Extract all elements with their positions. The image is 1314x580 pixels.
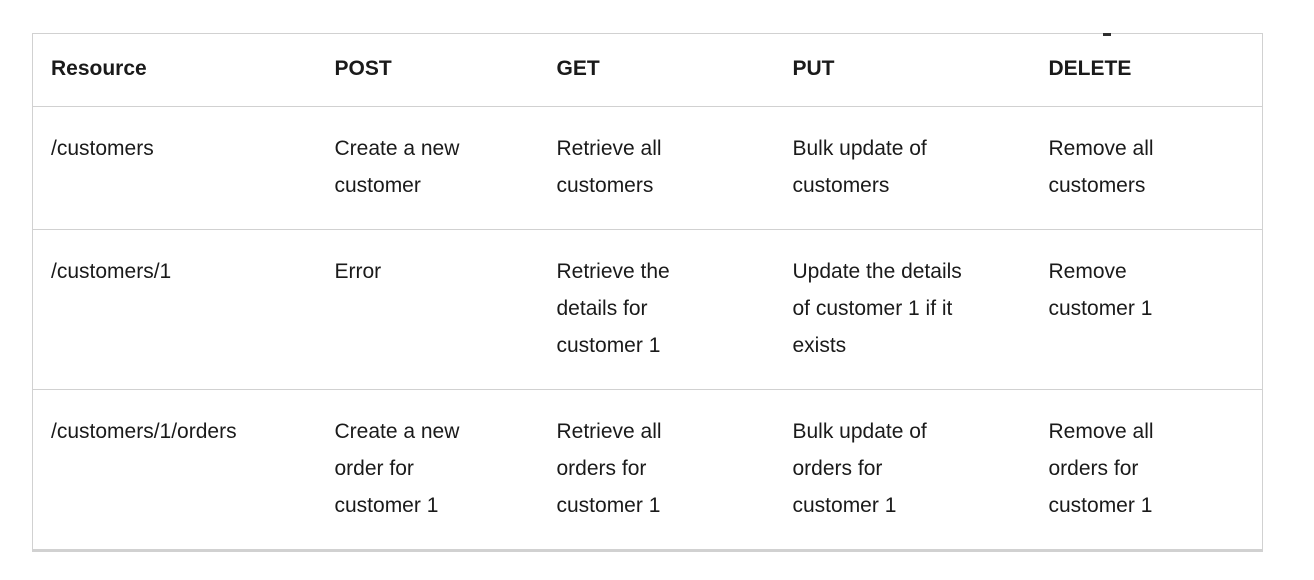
docs-page-region: Resource POST GET PUT DELETE /customers …: [0, 33, 1314, 580]
delete-cell: Remove all orders for customer 1: [1030, 389, 1263, 551]
column-header-get: GET: [538, 33, 775, 107]
delete-cell: Remove customer 1: [1030, 229, 1263, 390]
resource-cell: /customers/1: [32, 229, 317, 390]
cropped-text-fragment: [1103, 33, 1111, 36]
post-cell: Create a new order for customer 1: [316, 389, 539, 551]
rest-api-methods-table: Resource POST GET PUT DELETE /customers …: [32, 33, 1263, 552]
post-cell: Error: [316, 229, 539, 390]
column-header-post: POST: [316, 33, 539, 107]
table-header-row: Resource POST GET PUT DELETE: [32, 33, 1263, 107]
delete-cell: Remove all customers: [1030, 106, 1263, 230]
table-row-customers: /customers Create a new customer Retriev…: [32, 106, 1263, 230]
table-row-customer-1: /customers/1 Error Retrieve the details …: [32, 229, 1263, 390]
resource-cell: /customers: [32, 106, 317, 230]
resource-cell: /customers/1/orders: [32, 389, 317, 551]
get-cell: Retrieve all customers: [538, 106, 775, 230]
get-cell: Retrieve the details for customer 1: [538, 229, 775, 390]
column-header-put: PUT: [774, 33, 1031, 107]
post-cell: Create a new customer: [316, 106, 539, 230]
put-cell: Bulk update of customers: [774, 106, 1031, 230]
put-cell: Update the details of customer 1 if it e…: [774, 229, 1031, 390]
table-row-customer-1-orders: /customers/1/orders Create a new order f…: [32, 389, 1263, 551]
put-cell: Bulk update of orders for customer 1: [774, 389, 1031, 551]
column-header-delete: DELETE: [1030, 33, 1263, 107]
column-header-resource: Resource: [32, 33, 317, 107]
get-cell: Retrieve all orders for customer 1: [538, 389, 775, 551]
